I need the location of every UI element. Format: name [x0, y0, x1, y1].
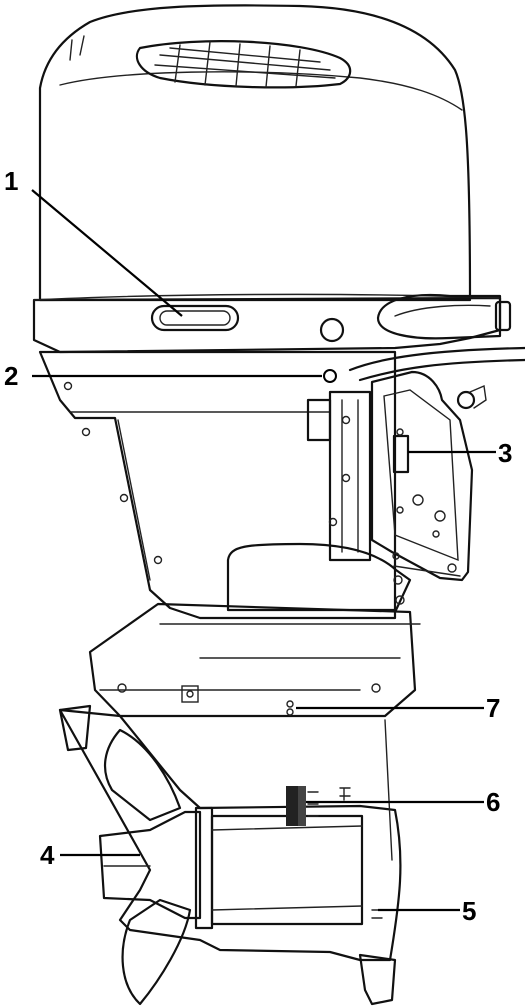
gearcase [58, 708, 402, 962]
trim-tab [58, 704, 92, 752]
callout-7: 7 [486, 693, 500, 723]
leader-line-1 [31, 189, 183, 317]
anode-plug [286, 700, 294, 716]
clamp-bracket [370, 370, 487, 582]
propeller-hub [194, 806, 364, 930]
water-inlet-block [286, 786, 351, 826]
callout-6: 6 [486, 787, 500, 817]
steering-rod-lower [358, 358, 525, 382]
cowling-latch [150, 304, 240, 332]
steering-handle [376, 293, 512, 340]
swivel-bracket [306, 390, 372, 562]
callout-3: 3 [498, 438, 512, 468]
callout-4: 4 [40, 840, 55, 870]
steering-rod [348, 346, 525, 372]
top-cowling [38, 4, 472, 302]
skeg [358, 953, 397, 1006]
anti-ventilation-plate [88, 602, 421, 718]
cowling-badge [319, 317, 345, 343]
lower-skirt [226, 542, 412, 612]
water-intake [371, 909, 383, 919]
callout-5: 5 [462, 896, 476, 926]
leader-marker-2 [323, 369, 337, 383]
callout-2: 2 [4, 361, 18, 391]
callout-1: 1 [4, 166, 18, 196]
lower-cowling [32, 293, 502, 354]
midsection [38, 350, 397, 620]
propeller [98, 728, 202, 1006]
air-intake-grille [135, 40, 352, 89]
